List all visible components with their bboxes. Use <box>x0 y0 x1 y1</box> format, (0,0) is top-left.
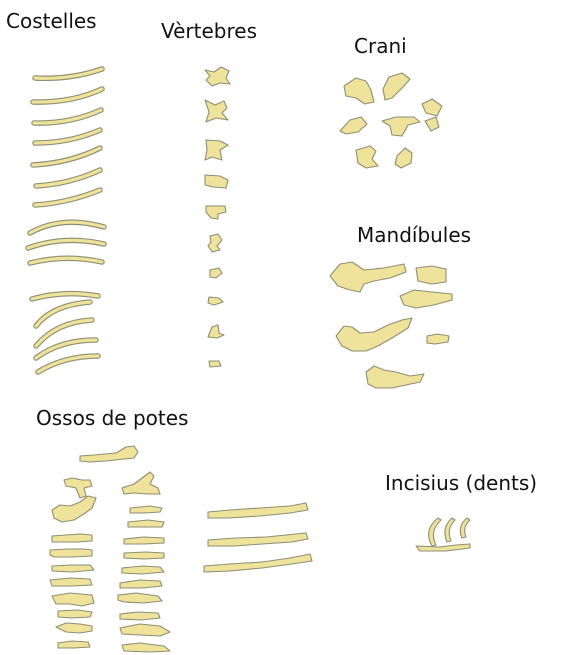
vertebra <box>210 268 222 278</box>
limb-bone <box>124 537 164 544</box>
limb-bone <box>80 446 138 462</box>
skull-fragment <box>422 99 442 116</box>
mandible <box>330 262 406 292</box>
limb-bone <box>52 534 92 542</box>
incisors-group <box>416 518 470 551</box>
incisor-base <box>416 544 470 551</box>
mandible <box>400 290 452 308</box>
vertebra <box>208 234 222 252</box>
vertebra <box>208 297 223 305</box>
limb-bone <box>52 593 94 606</box>
rib <box>32 294 98 299</box>
limb-bone <box>128 520 164 527</box>
mandible <box>416 266 446 284</box>
limb-bone <box>122 472 160 494</box>
mandible <box>427 334 449 344</box>
skull-fragment <box>382 117 420 136</box>
rib <box>38 356 98 372</box>
rib <box>33 89 102 102</box>
limb-bone <box>58 641 90 648</box>
vertebra <box>208 325 224 338</box>
long-bone <box>208 503 308 518</box>
limb-bones-group <box>50 446 312 652</box>
rib <box>35 69 102 78</box>
vertebra <box>205 175 228 188</box>
limb-bone <box>56 623 92 633</box>
limb-bone <box>124 552 164 559</box>
skull-group <box>340 73 442 168</box>
incisor <box>429 518 441 546</box>
ribs-group <box>28 69 104 372</box>
skull-fragment <box>383 73 410 100</box>
limb-bone <box>52 496 96 522</box>
skull-fragment <box>425 117 439 131</box>
rib <box>33 148 100 165</box>
rib <box>30 222 104 233</box>
limb-bone <box>120 624 170 636</box>
limb-bone <box>122 566 164 574</box>
limb-bone <box>122 643 170 652</box>
skull-fragment <box>395 148 412 168</box>
rib <box>36 170 100 186</box>
incisor <box>460 518 470 538</box>
vertebra <box>206 206 226 219</box>
rib <box>28 240 104 248</box>
limb-bone <box>50 549 92 557</box>
limb-bone <box>52 565 94 572</box>
vertebra <box>205 67 230 86</box>
skull-fragment <box>356 146 378 168</box>
skull-fragment <box>344 78 374 104</box>
limb-bone <box>64 478 92 498</box>
vertebra <box>205 140 228 160</box>
vertebra <box>205 100 228 122</box>
long-bone <box>204 554 312 572</box>
rib <box>30 258 102 263</box>
vertebrae-group <box>205 67 230 367</box>
rib <box>35 190 100 205</box>
incisor <box>445 518 455 542</box>
limb-bone <box>50 578 92 586</box>
mandible <box>336 318 412 351</box>
mandible <box>366 366 424 388</box>
skull-fragment <box>340 117 367 134</box>
vertebra <box>209 361 221 367</box>
limb-bone <box>120 612 160 620</box>
jaws-group <box>330 262 452 388</box>
limb-bone <box>58 610 92 618</box>
limb-bone <box>118 593 162 603</box>
rib <box>34 110 101 123</box>
rib <box>35 130 100 143</box>
long-bone <box>208 533 308 546</box>
limb-bone <box>120 580 162 588</box>
limb-bone <box>130 506 162 513</box>
